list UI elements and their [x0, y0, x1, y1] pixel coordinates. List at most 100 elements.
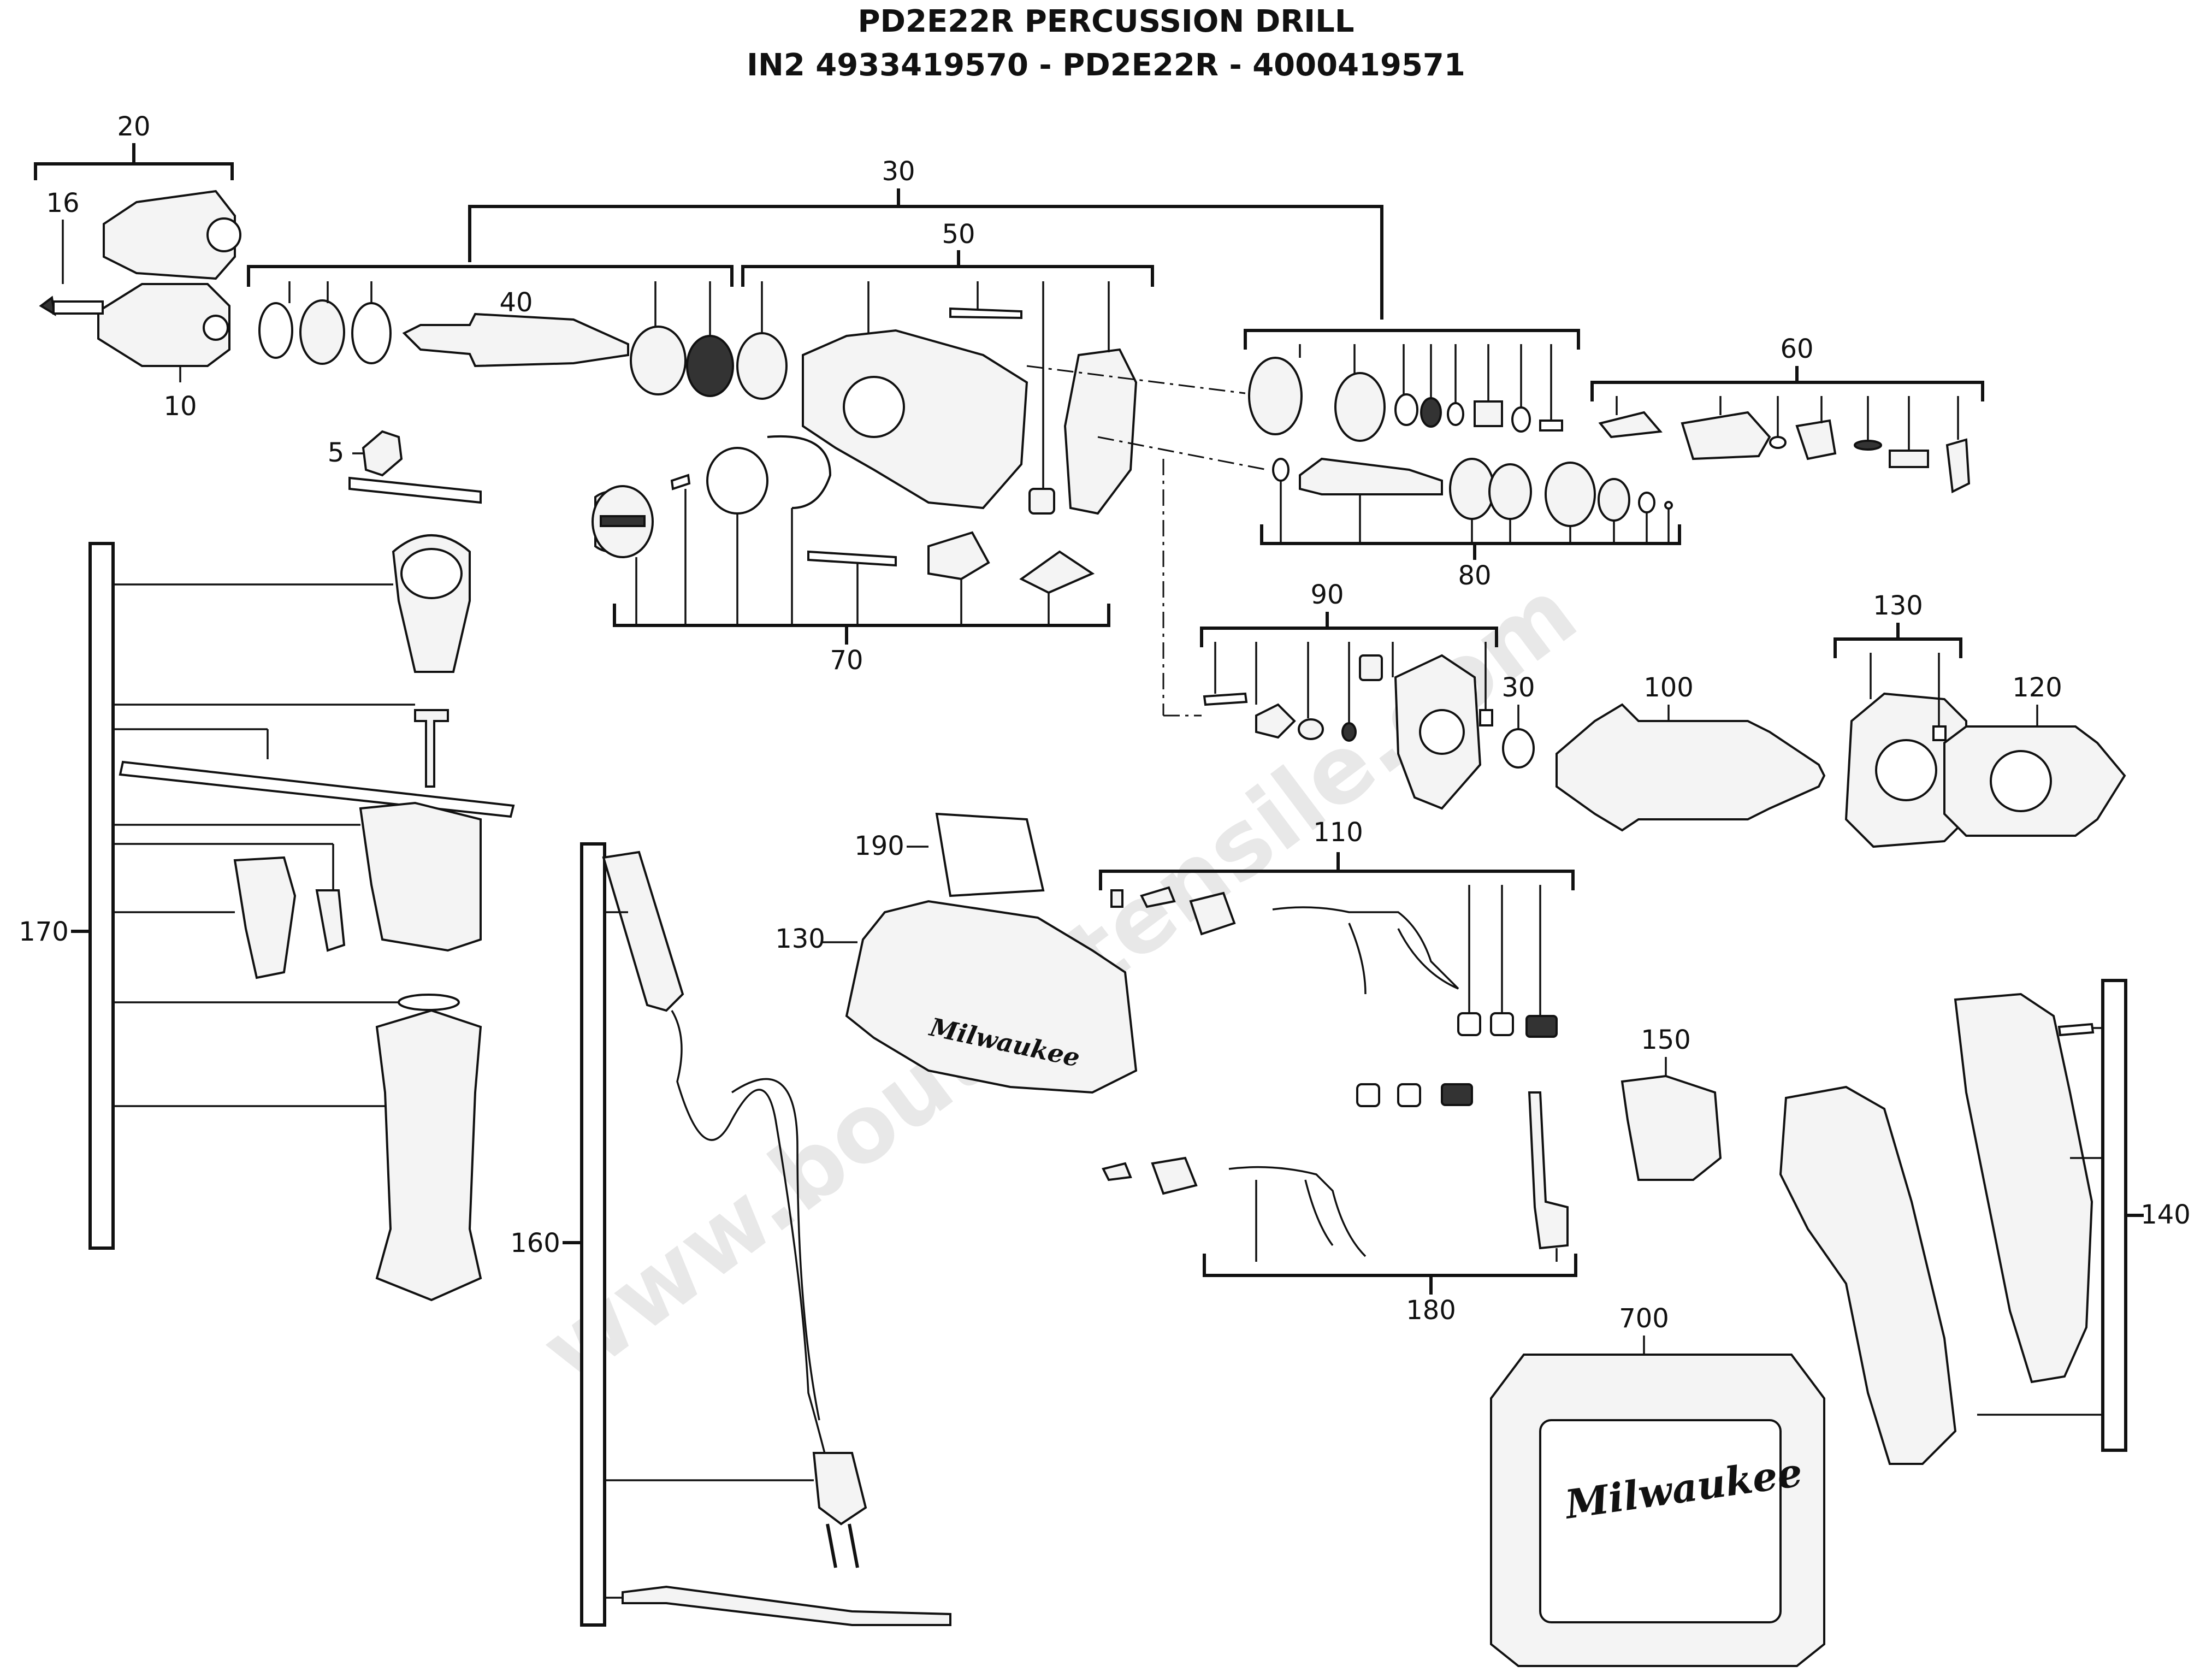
- brush-a: [1457, 1012, 1481, 1036]
- callout-130b: 130: [775, 924, 825, 954]
- group-160-power-cord: 160: [510, 842, 951, 1627]
- ball: [1664, 501, 1673, 510]
- ring-30: [1502, 728, 1535, 769]
- gear-housing-part: [802, 329, 1028, 510]
- group-80-gear-shaft: 80: [1097, 436, 1681, 716]
- gear-cluster-upper: [1026, 329, 1580, 442]
- plug-body: [812, 1452, 867, 1526]
- brush-cap: [1525, 1015, 1558, 1038]
- motor-housing-130b: [845, 900, 1138, 1094]
- brush-holder-b: [1151, 1156, 1198, 1195]
- group-180-brush-kit: 180: [1102, 1083, 1577, 1326]
- gear-a: [1248, 357, 1303, 435]
- chuck-bore: [206, 217, 241, 252]
- selector-plate: [1019, 550, 1095, 594]
- callout-190: 190: [854, 831, 904, 861]
- brush-d: [1397, 1083, 1421, 1107]
- callout-80: 80: [1458, 560, 1491, 591]
- screwdriver-tool: [622, 1585, 951, 1626]
- washer-e: [1854, 440, 1882, 451]
- cam-piece: [1795, 419, 1837, 460]
- callout-40: 40: [499, 287, 533, 318]
- callout-110: 110: [1313, 817, 1363, 848]
- stator-bore: [1990, 750, 2052, 812]
- case-lid-panel: [1539, 1419, 1782, 1623]
- callout-20: 20: [117, 111, 150, 142]
- washer-g: [1341, 722, 1357, 742]
- gasket-cover: [1063, 348, 1138, 515]
- intermediate-shaft: [1299, 457, 1443, 495]
- chuck-key-shaft: [348, 476, 482, 504]
- callout-90: 90: [1310, 580, 1344, 610]
- brush-lead-a2: [1348, 923, 1367, 995]
- band-opening: [400, 548, 463, 599]
- group-20-chuck: 20 16 10: [34, 111, 241, 422]
- callout-170: 170: [19, 917, 69, 947]
- washer-a: [1394, 393, 1418, 426]
- callout-130a: 130: [1873, 590, 1923, 621]
- motor-assembly: 30 100 130 120: [1501, 590, 2126, 848]
- o-ring-a: [351, 302, 392, 364]
- bracket-bar-160: [580, 842, 606, 1627]
- armature-100: [1556, 703, 1826, 832]
- pin-90: [1479, 709, 1493, 726]
- callout-5: 5: [328, 438, 345, 468]
- chuck-10-part: [97, 283, 230, 367]
- brush-cap-b: [1441, 1083, 1473, 1106]
- bearing-b: [630, 326, 687, 395]
- callout-30: 30: [882, 156, 915, 187]
- spring-b: [1889, 450, 1929, 468]
- brush-holder-a: [1189, 891, 1236, 936]
- wire-bundle: [1528, 1091, 1569, 1250]
- handle-half-left: [1779, 1085, 1957, 1465]
- clip-180: [1102, 1162, 1132, 1181]
- washer-c: [1447, 402, 1464, 426]
- power-cord-loop: [731, 1078, 820, 1421]
- o-ring-b: [706, 447, 768, 515]
- screw-16-shaft: [52, 300, 104, 315]
- handle-half-right: [1954, 992, 2093, 1384]
- circlip-b: [1638, 492, 1655, 513]
- selector-pin: [670, 474, 691, 491]
- washer-d: [1511, 406, 1531, 433]
- spring-clip: [767, 435, 832, 509]
- group-50-gear-housing: 50: [736, 219, 1154, 515]
- callout-700: 700: [1619, 1303, 1669, 1334]
- bushing-90: [1298, 718, 1324, 740]
- callout-160: 160: [510, 1228, 560, 1258]
- part-5-chuck-key: 5: [328, 430, 482, 504]
- handle-clamp: [359, 801, 482, 952]
- callout-16: 16: [46, 188, 79, 218]
- power-cord: [671, 1010, 831, 1475]
- group-170-side-handle: 170: [19, 534, 515, 1302]
- group-30-bracket: 30: [247, 156, 1383, 320]
- circlip-ring: [258, 302, 293, 359]
- gear-b: [1334, 372, 1386, 442]
- part-700-carry-case: 700 Milwaukee: [1490, 1303, 1825, 1667]
- pin-b: [1769, 436, 1787, 449]
- needle-bearing: [686, 335, 734, 397]
- washer-b: [1420, 397, 1442, 428]
- clamp-lever: [233, 856, 297, 979]
- bracket-bar-170: [88, 542, 115, 1250]
- callout-180: 180: [1406, 1295, 1456, 1326]
- washer-f: [1272, 458, 1290, 482]
- motor-housing-130: 190 130 Milwaukee: [775, 812, 1138, 1094]
- bearing-c: [736, 332, 788, 400]
- keyed-chuck-part: [103, 190, 236, 280]
- clamp-spring: [315, 889, 346, 952]
- part-150-switch: 150: [1620, 1025, 1722, 1181]
- percussion-rod: [807, 550, 897, 567]
- callout-30b: 30: [1501, 672, 1535, 703]
- gear-d: [1545, 462, 1596, 527]
- fan-housing-bore: [1875, 739, 1937, 801]
- housing-bore: [843, 376, 905, 438]
- handle-screw: [2057, 1023, 2095, 1037]
- bearing-ring-a: [299, 299, 345, 365]
- selector-bracket: [927, 531, 990, 581]
- screw-90: [1203, 692, 1248, 706]
- housing-screw: [949, 307, 1022, 320]
- group-60-hammer-mech: 60: [1590, 334, 1984, 494]
- callout-60: 60: [1780, 334, 1813, 364]
